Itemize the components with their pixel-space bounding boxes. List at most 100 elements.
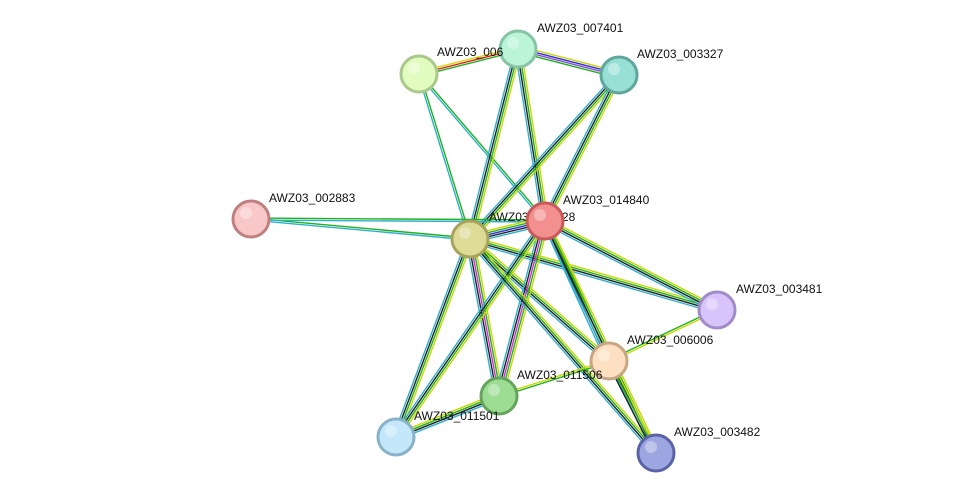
node-circle[interactable] [231, 199, 271, 239]
edge-AWZ03_007401-AWZ03_015028[interactable] [466, 48, 522, 240]
edge-evidence-line [520, 48, 549, 221]
edge-evidence-line [470, 235, 719, 308]
edge-evidence-line [502, 221, 550, 398]
edge-AWZ03_014840-AWZ03_011501[interactable] [392, 218, 549, 440]
node-highlight [408, 62, 420, 74]
edge-AWZ03_003327-AWZ03_014840[interactable] [541, 73, 623, 223]
edge-AWZ03_015028-AWZ03_011501[interactable] [392, 237, 474, 439]
node-AWZ03_011501[interactable]: AWZ03_011501 [376, 409, 500, 457]
edge-evidence-line [500, 221, 548, 397]
node-circle[interactable] [399, 54, 439, 94]
node-AWZ03_006[interactable]: AWZ03_006 [399, 45, 504, 94]
node-AWZ03_003327[interactable]: AWZ03_003327 [599, 47, 724, 95]
edge-evidence-line [468, 73, 619, 239]
edge-evidence-line [471, 76, 622, 242]
edge-evidence-line [543, 74, 619, 221]
node-label: AWZ03_011506 [517, 368, 603, 382]
edge-evidence-line [516, 49, 545, 222]
edge-evidence-line [251, 217, 546, 221]
node-highlight [598, 349, 610, 361]
edge-evidence-line [468, 241, 717, 314]
edge-AWZ03_015028-AWZ03_003482[interactable] [467, 236, 659, 456]
edge-evidence-line [468, 239, 656, 455]
edge-evidence-line [419, 72, 547, 221]
edge-evidence-line [469, 238, 500, 397]
node-AWZ03_007401[interactable]: AWZ03_007401 [498, 21, 624, 69]
edge-evidence-line [545, 75, 621, 222]
edge-evidence-line [467, 72, 618, 238]
edge-evidence-line [546, 217, 719, 308]
node-label: AWZ03_003482 [674, 425, 761, 439]
node-AWZ03_011506[interactable]: AWZ03_011506 [479, 368, 603, 416]
edge-evidence-line [541, 73, 617, 220]
edge-evidence-line [394, 220, 545, 437]
edge-AWZ03_014840-AWZ03_011506[interactable] [494, 219, 550, 398]
edge-evidence-line [471, 236, 612, 360]
node-AWZ03_014840[interactable]: AWZ03_014840 [525, 193, 650, 241]
edge-AWZ03_002883-AWZ03_015028[interactable] [250, 217, 471, 241]
edge-evidence-line [547, 76, 623, 223]
edge-evidence-line [419, 73, 472, 239]
edge-evidence-line [250, 219, 470, 241]
node-circle[interactable] [525, 201, 565, 241]
node-label: AWZ03_011501 [414, 409, 500, 423]
edge-evidence-line [465, 239, 496, 397]
edge-evidence-line [544, 221, 717, 312]
edge-AWZ03_006-AWZ03_015028[interactable] [417, 73, 472, 240]
edge-AWZ03_003481-AWZ03_006006[interactable] [608, 308, 718, 363]
edge-AWZ03_007401-AWZ03_014840[interactable] [514, 48, 549, 222]
node-circle[interactable] [697, 290, 737, 330]
edge-evidence-line [494, 219, 542, 396]
node-AWZ03_003481[interactable]: AWZ03_003481 [697, 282, 823, 330]
edge-evidence-line [467, 240, 655, 456]
edge-AWZ03_015028-AWZ03_003481[interactable] [468, 235, 719, 314]
edge-evidence-line [470, 237, 611, 361]
node-highlight [488, 384, 500, 396]
edge-evidence-line [608, 308, 717, 361]
edge-evidence-line [543, 223, 716, 314]
edge-evidence-line [473, 238, 504, 396]
node-circle[interactable] [636, 433, 676, 473]
edge-evidence-line [470, 237, 658, 453]
node-highlight [645, 441, 657, 453]
edge-evidence-line [547, 219, 660, 453]
node-label: AWZ03_002883 [269, 191, 356, 205]
node-AWZ03_003482[interactable]: AWZ03_003482 [636, 425, 761, 473]
node-circle[interactable] [589, 341, 629, 381]
node-highlight [507, 37, 519, 49]
edge-AWZ03_006-AWZ03_014840[interactable] [417, 72, 547, 223]
edge-evidence-line [498, 220, 546, 397]
edge-evidence-line [545, 219, 718, 310]
node-circle[interactable] [479, 376, 519, 416]
node-AWZ03_002883[interactable]: AWZ03_002883 [231, 191, 356, 239]
edge-evidence-line [392, 237, 468, 437]
edge-evidence-line [396, 239, 472, 438]
edge-evidence-line [609, 310, 718, 363]
edge-evidence-line [417, 74, 545, 223]
node-circle[interactable] [498, 29, 538, 69]
node-circle[interactable] [599, 55, 639, 95]
edge-evidence-line [394, 238, 470, 437]
edge-evidence-line [514, 49, 543, 222]
edge-evidence-line [470, 237, 718, 310]
node-AWZ03_006006[interactable]: AWZ03_006006 [589, 333, 714, 381]
node-highlight [459, 227, 471, 239]
edge-evidence-line [470, 75, 621, 241]
edge-AWZ03_002883-AWZ03_014840[interactable] [250, 217, 546, 223]
node-highlight [608, 63, 620, 75]
edge-evidence-line [396, 221, 547, 438]
edge-evidence-line [250, 219, 545, 223]
edge-AWZ03_014840-AWZ03_003481[interactable] [543, 217, 719, 314]
edge-evidence-line [518, 48, 547, 221]
edge-AWZ03_015028-AWZ03_006006[interactable] [467, 236, 612, 364]
edge-evidence-line [468, 48, 518, 239]
edge-evidence-line [251, 217, 471, 239]
node-circle[interactable] [450, 219, 490, 259]
edge-AWZ03_003327-AWZ03_015028[interactable] [467, 72, 622, 242]
node-circle[interactable] [376, 417, 416, 457]
node-label: AWZ03_006006 [627, 333, 714, 347]
edges-layer [250, 45, 719, 456]
node-highlight [385, 425, 397, 437]
